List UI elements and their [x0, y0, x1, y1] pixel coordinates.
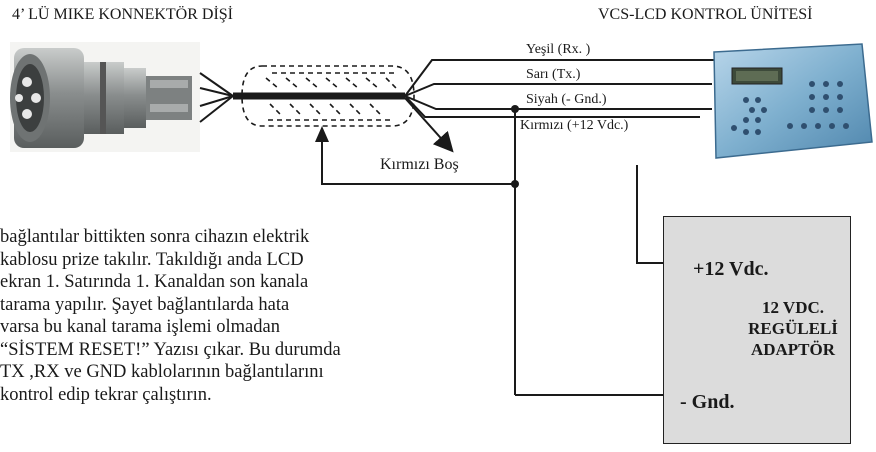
unused-wire-label: Kırmızı Boş: [380, 156, 459, 173]
adapter-box: [663, 216, 851, 444]
adapter-negative-label: - Gnd.: [680, 391, 735, 413]
adapter-title-line: REGÜLELİ: [748, 319, 838, 338]
adapter-title: 12 VDC. REGÜLELİ ADAPTÖR: [733, 297, 853, 360]
note-line: kontrol edip tekrar çalıştırın.: [0, 384, 212, 405]
note-line: varsa bu kanal tarama işlemi olmadan: [0, 317, 280, 337]
keypad-right: [787, 81, 849, 129]
note-line: bağlantılar bittikten sonra cihazın elek…: [0, 227, 310, 247]
connector-wires: [199, 72, 234, 123]
controller-wires: [404, 59, 714, 118]
connector-title: 4’ LÜ MIKE KONNEKTÖR DİŞİ: [12, 6, 234, 23]
ground-junction-mid: [511, 180, 519, 188]
ground-jumper-arrowhead: [315, 126, 329, 142]
note-line: “SİSTEM RESET!” Yazısı çıkar. Bu durumda: [0, 339, 341, 360]
note-line: kablosu prize takılır. Takıldığı anda LC…: [0, 249, 304, 270]
wire-label-green: Yeşil (Rx. ): [526, 42, 591, 57]
mic-connector-image: [10, 42, 200, 152]
adapter-title-line: ADAPTÖR: [750, 340, 836, 359]
cable-shield: [241, 65, 415, 127]
note-line: ekran 1. Satırında 1. Kanaldan son kanal…: [0, 272, 309, 292]
adapter-positive-label: +12 Vdc.: [693, 258, 769, 280]
adapter-title-line: 12 VDC.: [761, 298, 825, 317]
wire-label-yellow: Sarı (Tx.): [526, 67, 581, 82]
wire-label-red: Kırmızı (+12 Vdc.): [520, 118, 629, 133]
vcs-lcd-controller: [713, 43, 873, 159]
ground-jumper: [321, 140, 515, 185]
keypad-left: [731, 97, 767, 135]
controller-title: VCS-LCD KONTROL ÜNİTESİ: [598, 6, 813, 23]
wire-label-black: Siyah (- Gnd.): [526, 92, 607, 107]
instruction-note: bağlantılar bittikten sonra cihazın elek…: [0, 226, 355, 406]
note-line: tarama yapılır. Şayet bağlantılarda hata: [0, 294, 290, 315]
ground-junction-top: [511, 105, 519, 113]
unused-wire-arrow: [404, 97, 454, 153]
note-line: TX ,RX ve GND kablolarının bağlantıların…: [0, 362, 324, 382]
power-wire: [636, 165, 663, 264]
